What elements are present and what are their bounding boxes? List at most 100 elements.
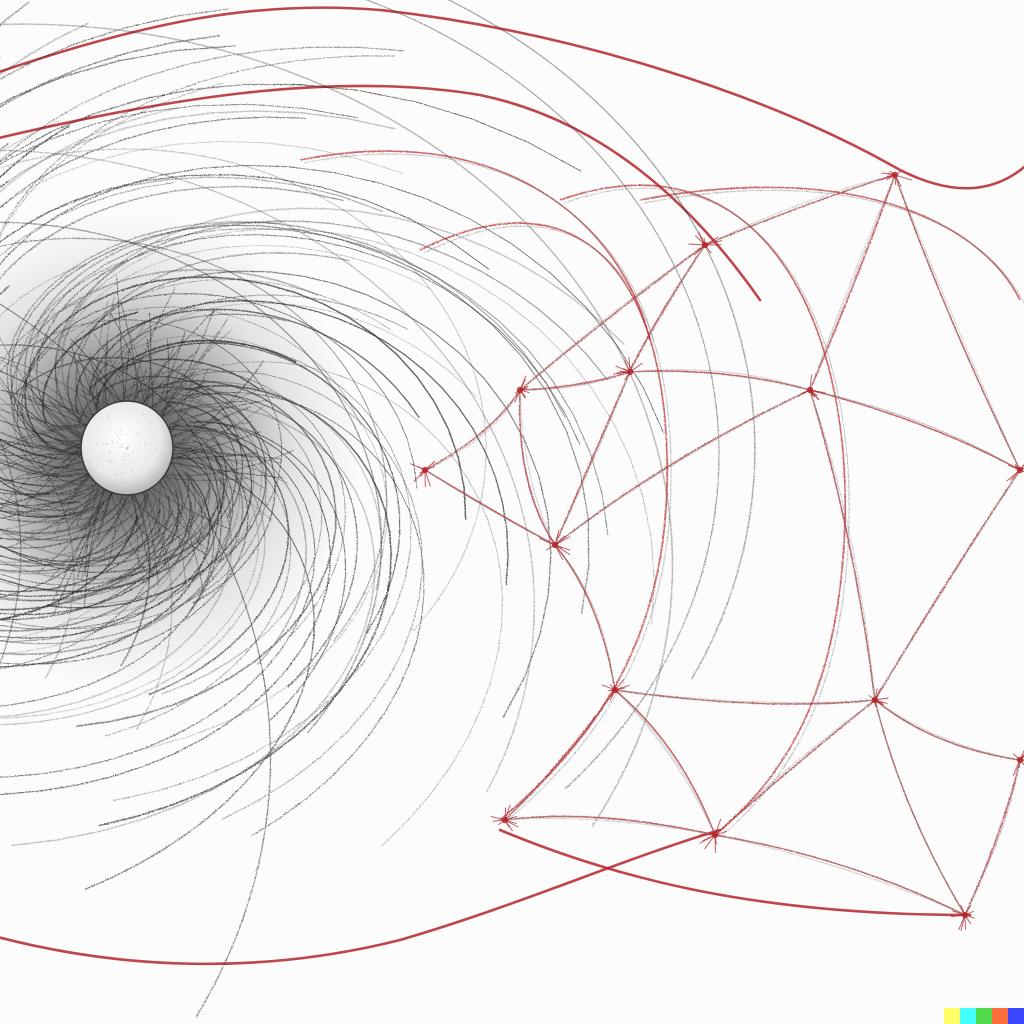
- spiral-stroke: [188, 392, 425, 837]
- spiral-stroke: [0, 485, 210, 567]
- concentric-arc: [0, 148, 487, 631]
- spiral-stroke: [0, 35, 220, 506]
- spiral-stroke: [0, 495, 171, 611]
- sphere-texture: [144, 443, 146, 445]
- spiral-stroke: [24, 276, 467, 520]
- sphere-texture: [96, 464, 98, 466]
- core-fiber: [0, 462, 93, 475]
- lattice-edge: [874, 699, 966, 916]
- sphere-texture: [101, 417, 103, 419]
- core-fiber: [164, 404, 266, 458]
- core-fiber: [154, 317, 229, 424]
- lattice-edge: [809, 389, 876, 701]
- spiral-stroke: [0, 456, 232, 655]
- concentric-arc: [9, 357, 243, 519]
- lattice-edge: [894, 174, 1021, 471]
- lattice-edge: [964, 759, 1021, 916]
- lattice-edge: [554, 389, 811, 546]
- lattice-node: [950, 904, 975, 931]
- spiral-stroke: [0, 56, 115, 563]
- lattice-edge: [809, 174, 896, 391]
- core-fiber: [0, 481, 101, 519]
- spiral-stroke: [0, 447, 211, 586]
- core-fiber: [13, 409, 87, 439]
- lattice-edge: [424, 389, 521, 471]
- lattice-node: [801, 374, 826, 401]
- spiral-stroke: [0, 507, 161, 592]
- lattice-arc: [299, 150, 651, 341]
- lattice-edge: [704, 174, 896, 246]
- lattice-edge: [704, 174, 896, 246]
- core-fiber: [0, 425, 94, 448]
- spiral-stroke: [0, 472, 183, 602]
- spiral-stroke: [0, 493, 149, 567]
- lattice-node: [601, 679, 631, 701]
- spiral-stroke: [83, 455, 315, 891]
- sphere-texture: [121, 477, 123, 480]
- spiral-stroke: [0, 459, 233, 718]
- node-dot: [1016, 466, 1024, 474]
- lattice-edge: [554, 371, 631, 546]
- spiral-stroke: [0, 514, 139, 621]
- spiral-stroke: [0, 82, 224, 438]
- spiral-stroke: [0, 462, 218, 593]
- sphere-texture: [98, 459, 100, 461]
- lattice-edge: [809, 389, 1021, 471]
- core-fiber: [84, 481, 101, 577]
- lattice-node: [1012, 749, 1024, 776]
- outer-red-curve: [498, 828, 972, 917]
- node-dot: [1016, 756, 1024, 764]
- spiral-stroke: [0, 507, 72, 517]
- graphite-spiral-strokes: [0, 0, 756, 1018]
- core-fiber: [158, 471, 204, 590]
- lattice-edge: [424, 469, 556, 546]
- spiral-stroke: [6, 221, 566, 452]
- core-fiber: [2, 449, 86, 486]
- core-fiber: [84, 484, 106, 609]
- spiral-stroke: [0, 182, 176, 495]
- sphere-texture: [138, 440, 140, 442]
- lattice-edge: [629, 371, 811, 391]
- core-fiber: [116, 275, 125, 411]
- node-dot: [711, 831, 719, 839]
- spiral-stroke: [105, 435, 291, 737]
- spiral-stroke: [88, 358, 260, 390]
- lattice-edge: [554, 544, 616, 691]
- sphere-texture: [120, 429, 122, 431]
- core-fiber: [0, 389, 98, 422]
- core-fiber: [3, 486, 111, 530]
- spiral-stroke: [0, 165, 664, 465]
- sphere-texture: [121, 458, 123, 460]
- lattice-edge: [614, 689, 716, 836]
- spiral-stroke: [21, 293, 418, 489]
- core-fiber: [125, 287, 176, 411]
- sphere-texture: [151, 475, 153, 477]
- lattice-arc-shadow: [563, 187, 850, 839]
- core-fiber: [0, 337, 86, 444]
- sphere-texture: [121, 472, 123, 474]
- color-stripe-swatch: [944, 1008, 960, 1024]
- lattice-edge: [809, 174, 896, 391]
- spiral-stroke: [0, 477, 189, 563]
- lattice-edge: [614, 689, 876, 705]
- concentric-arc: [447, 0, 756, 680]
- lattice-edge: [629, 244, 706, 373]
- spiral-stroke: [88, 300, 509, 585]
- core-fiber: [37, 488, 115, 574]
- color-stripe-swatch: [1008, 1008, 1024, 1024]
- sphere-texture: [102, 455, 104, 457]
- central-sphere: [80, 400, 174, 496]
- sphere-texture: [128, 445, 130, 447]
- lattice-edge: [629, 369, 811, 391]
- spiral-stroke: [0, 55, 396, 423]
- core-fiber: [0, 397, 86, 455]
- node-dot: [516, 386, 524, 394]
- sphere-texture: [160, 452, 163, 454]
- spiral-stroke: [78, 375, 267, 563]
- sphere-texture: [143, 413, 145, 415]
- sphere-texture: [127, 454, 129, 456]
- lattice-edge: [874, 469, 1021, 701]
- sphere-texture: [119, 438, 121, 440]
- lattice-edge: [519, 244, 706, 391]
